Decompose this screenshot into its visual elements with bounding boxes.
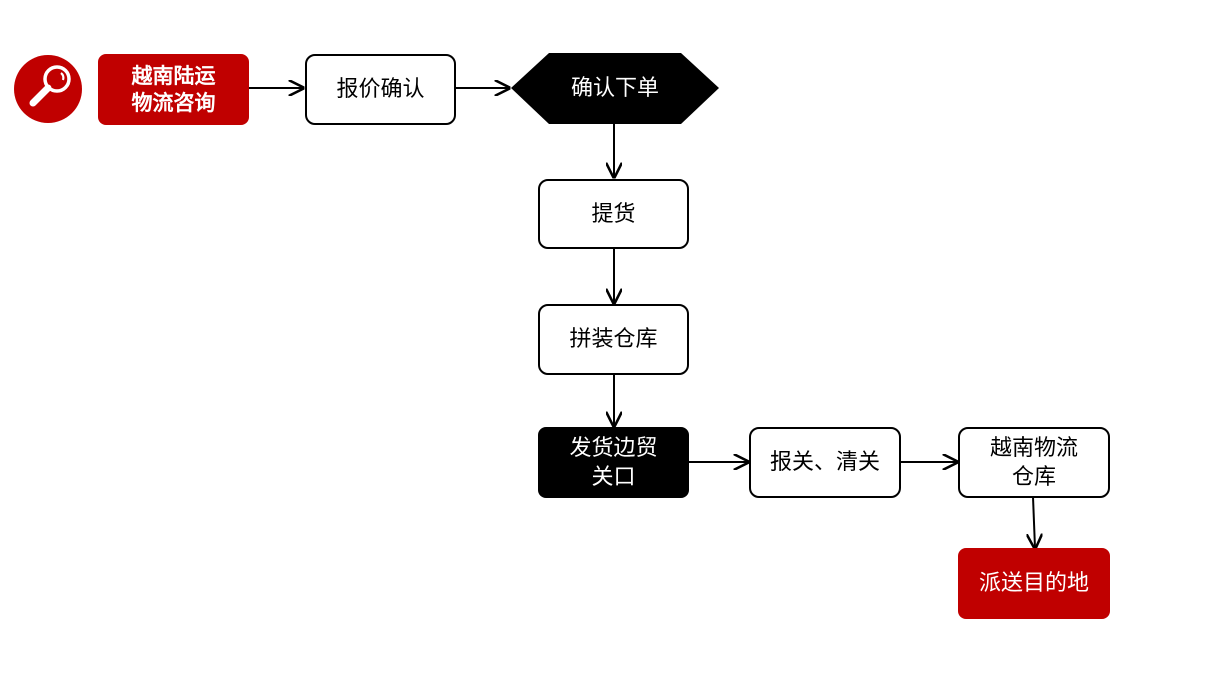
delivery-box: 派送目的地	[958, 548, 1110, 619]
pickup-label: 提货	[591, 201, 636, 227]
customs-label: 报关、清关	[769, 450, 880, 475]
consolidation-warehouse-label: 拼装仓库	[569, 327, 658, 352]
magnifier-icon	[14, 55, 82, 123]
border-port-box: 发货边贸 关口	[538, 427, 689, 498]
consult-box: 越南陆运 物流咨询	[98, 54, 249, 125]
quote-confirm-box: 报价确认	[305, 54, 456, 125]
vietnam-warehouse-box: 越南物流 仓库	[958, 427, 1110, 498]
consolidation-warehouse-box: 拼装仓库	[538, 304, 689, 375]
arrow-warehouse-to-delivery	[1033, 496, 1035, 548]
quote-confirm-label: 报价确认	[336, 77, 425, 102]
pickup-box: 提货	[538, 179, 689, 249]
vietnam-warehouse-label: 越南物流 仓库	[989, 435, 1078, 490]
customs-box: 报关、清关	[749, 427, 901, 498]
place-order-hexagon	[511, 53, 719, 124]
consult-label: 越南陆运 物流咨询	[131, 63, 216, 115]
place-order-label: 确认下单	[570, 76, 659, 101]
place-order-node: 确认下单	[549, 53, 681, 124]
delivery-label: 派送目的地	[978, 571, 1089, 596]
border-port-label: 发货边贸 关口	[569, 435, 658, 490]
